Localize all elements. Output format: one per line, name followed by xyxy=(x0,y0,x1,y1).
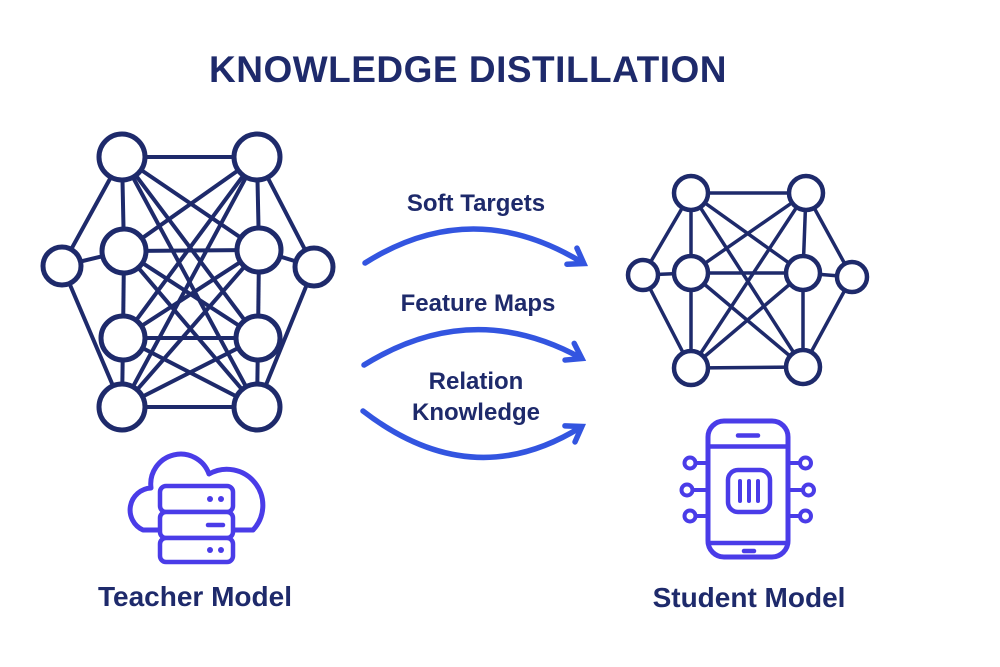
network-edge xyxy=(60,265,124,408)
student-model-label: Student Model xyxy=(652,582,846,613)
network-node xyxy=(292,245,336,289)
network-node xyxy=(40,244,84,288)
network-node xyxy=(786,173,826,213)
network-node xyxy=(96,381,148,433)
smartphone-chip-icon xyxy=(679,418,816,560)
network-edge xyxy=(120,248,261,409)
page-title: KNOWLEDGE DISTILLATION xyxy=(209,49,727,90)
relation-knowledge-line2: Knowledge xyxy=(411,399,540,426)
teacher-model-label: Teacher Model xyxy=(98,581,292,612)
network-node xyxy=(625,257,661,293)
network-edge xyxy=(689,192,808,369)
network-edge xyxy=(690,191,807,275)
network-node xyxy=(96,131,148,183)
network-node xyxy=(234,225,284,275)
soft-targets-arrow xyxy=(362,226,589,268)
student-network xyxy=(625,173,870,388)
network-node xyxy=(233,313,283,363)
feature-maps-arrow xyxy=(361,327,587,368)
network-node xyxy=(671,173,711,213)
network-node xyxy=(783,347,823,387)
network-node xyxy=(783,253,823,293)
soft-targets-label: Soft Targets xyxy=(406,190,546,217)
network-node xyxy=(231,131,283,183)
network-node xyxy=(834,259,870,295)
network-node xyxy=(99,226,149,276)
network-node xyxy=(671,348,711,388)
teacher-network xyxy=(40,131,336,433)
transfer-arrows xyxy=(360,226,589,461)
network-edge xyxy=(120,156,259,408)
cloud-server-icon xyxy=(127,451,266,565)
relation-knowledge-line1: Relation xyxy=(428,368,524,395)
feature-maps-label: Feature Maps xyxy=(400,290,556,317)
network-edge xyxy=(689,271,805,370)
network-node xyxy=(98,313,148,363)
network-edge xyxy=(121,248,261,340)
relation-knowledge-label: Relation Knowledge xyxy=(356,366,596,428)
network-node xyxy=(231,381,283,433)
network-node xyxy=(671,253,711,293)
relation-knowledge-arrow xyxy=(360,408,587,461)
network-edge xyxy=(122,155,259,253)
network-edge xyxy=(121,155,259,340)
